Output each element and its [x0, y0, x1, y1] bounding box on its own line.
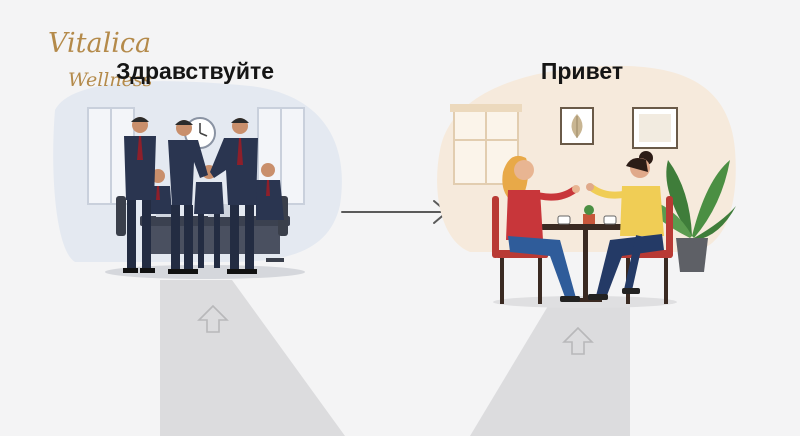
cafe-table: [541, 224, 631, 302]
heading-hello-informal: Привет: [540, 58, 624, 84]
floor-path-beams: [160, 280, 630, 436]
leaf-picture-icon: [560, 107, 594, 145]
woman-yellow-shirt: [586, 151, 664, 300]
standing-businessman: [210, 118, 258, 274]
wall-picture-frame: [632, 107, 678, 149]
standing-businessman: [123, 117, 156, 273]
plant-icon: [640, 160, 736, 272]
up-arrow-icon: [197, 304, 229, 333]
logo-line2: Wellness: [68, 69, 152, 91]
arrow-right-icon: [341, 200, 448, 224]
business-meeting-illustration: [53, 81, 342, 279]
table-plant-icon: [583, 205, 595, 224]
up-arrow-icon: [562, 326, 594, 355]
logo-line1: Vitalica: [48, 28, 151, 59]
path-beam-right: [470, 306, 630, 436]
heading-hello-formal: Здравствуйте: [115, 58, 275, 84]
coffee-cup-icon: [557, 215, 617, 225]
woman-red-shirt: [502, 155, 580, 302]
brand-logo: Vitalica Wellness: [48, 28, 152, 91]
standing-businessman: [168, 120, 208, 274]
path-beam-left: [160, 280, 345, 436]
cafe-meeting-illustration: [437, 65, 736, 308]
seated-businessman: [256, 163, 284, 220]
